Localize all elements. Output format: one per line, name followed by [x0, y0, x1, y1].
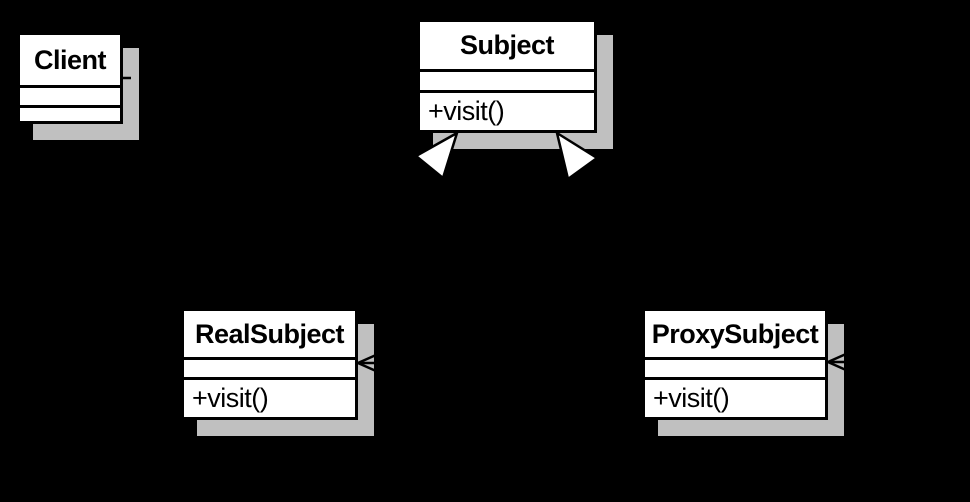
open-arrowhead-at-subject-left: [401, 69, 420, 87]
subject-attributes-compartment: [420, 69, 594, 90]
class-box-client: Client: [17, 32, 123, 124]
generalization-line-realsubject-to-subject: [268, 166, 431, 309]
generalization-line-proxysubject-to-subject: [582, 167, 736, 309]
class-name-subject: Subject: [459, 30, 555, 60]
class-name-realsubject: RealSubject: [194, 318, 345, 349]
realsubject-operations-compartment: +visit(): [184, 377, 355, 417]
proxysubject-operations-compartment: +visit(): [645, 377, 825, 417]
subject-operations-compartment: +visit(): [420, 90, 594, 130]
proxysubject-attributes-compartment: [645, 357, 825, 377]
client-attributes-compartment: [20, 85, 120, 105]
class-box-subject: Subject +visit(): [417, 19, 597, 133]
class-box-realsubject: RealSubject +visit(): [181, 308, 358, 420]
client-operations-compartment: [20, 105, 120, 121]
realsubject-attributes-compartment: [184, 357, 355, 377]
class-box-proxysubject: ProxySubject +visit(): [642, 308, 828, 420]
class-name-client: Client: [33, 44, 107, 75]
class-name-proxysubject: ProxySubject: [651, 318, 819, 349]
